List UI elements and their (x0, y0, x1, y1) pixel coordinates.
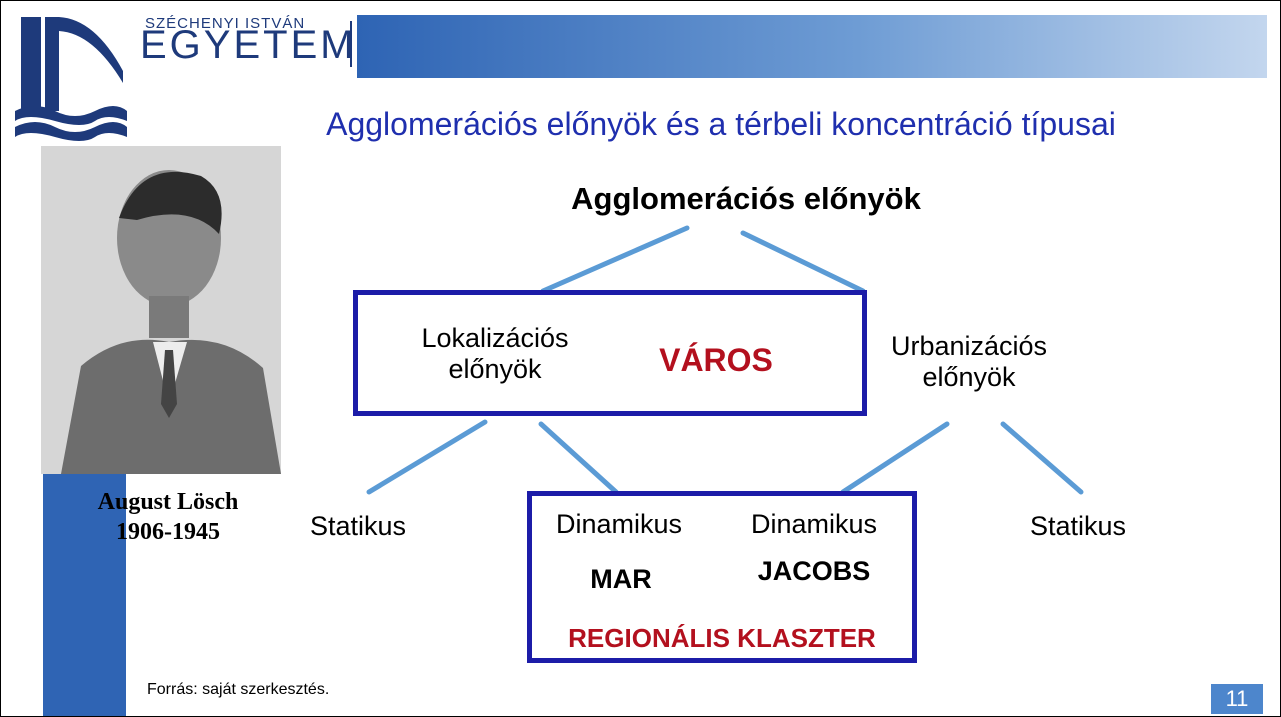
dynamic-right-label: Dinamikus (750, 509, 878, 539)
localization-label: Lokalizációs előnyök (395, 323, 595, 385)
diagram-root-label: Agglomerációs előnyök (571, 181, 921, 216)
university-logo-icon (15, 17, 127, 141)
source-note: Forrás: saját szerkesztés. (147, 681, 330, 698)
localization-line1: Lokalizációs (421, 323, 569, 353)
static-right-label: Statikus (1029, 511, 1127, 541)
cluster-box (527, 491, 917, 663)
portrait-illustration (41, 146, 281, 474)
slide-title: Agglomerációs előnyök és a térbeli konce… (326, 106, 1116, 142)
university-name-top: SZÉCHENYI ISTVÁN (145, 15, 306, 32)
localization-line2: előnyök (448, 354, 542, 384)
urbanization-label: Urbanizációs előnyök (863, 331, 1075, 393)
header-bar (357, 15, 1267, 78)
header-divider (350, 21, 352, 67)
city-box (353, 290, 867, 416)
university-name-main: EGYETEM (140, 23, 357, 67)
regional-cluster-label: REGIONÁLIS KLASZTER (568, 623, 876, 653)
portrait-caption-years: 1906-1945 (116, 519, 220, 545)
urbanization-line1: Urbanizációs (890, 331, 1048, 361)
static-left-label: Statikus (309, 511, 407, 541)
connector-root-right (740, 230, 866, 294)
connector-loc-dynamic (538, 421, 619, 495)
page-number: 11 (1211, 684, 1263, 714)
connector-urb-dynamic (840, 421, 950, 495)
jacobs-label: JACOBS (757, 556, 871, 586)
dynamic-left-label: Dinamikus (555, 509, 683, 539)
portrait-photo (41, 146, 281, 474)
connector-loc-static (366, 419, 488, 495)
portrait-caption: August Lösch 1906-1945 (53, 487, 283, 547)
connector-root-left (540, 225, 690, 294)
city-label: VÁROS (659, 342, 773, 378)
portrait-caption-name: August Lösch (97, 489, 239, 515)
urbanization-line2: előnyök (922, 362, 1016, 392)
connector-urb-static (1000, 421, 1084, 495)
mar-label: MAR (590, 564, 652, 594)
